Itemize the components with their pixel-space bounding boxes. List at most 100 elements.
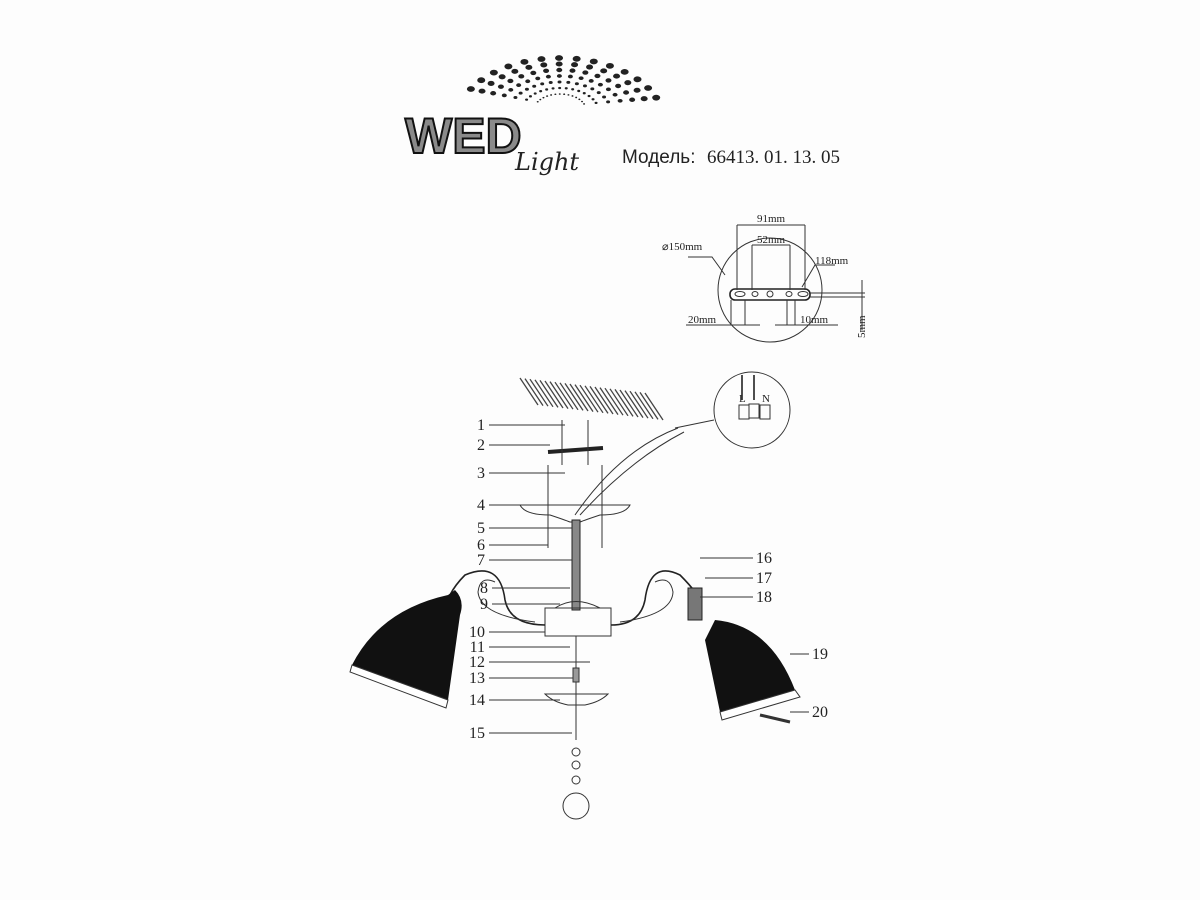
logo-dot xyxy=(596,91,601,95)
logo-dot xyxy=(633,76,642,83)
logo-dot xyxy=(511,68,519,74)
logo-dot xyxy=(571,88,575,91)
logo-dot xyxy=(572,55,581,62)
logo-dot xyxy=(578,98,581,101)
hatch-line xyxy=(569,383,589,412)
hatch-line xyxy=(614,389,634,417)
model-label: Модель: xyxy=(622,147,695,168)
hatch-line xyxy=(539,380,559,408)
part-number-8: 8 xyxy=(480,580,488,597)
logo-dot xyxy=(466,86,475,92)
logo-dot xyxy=(478,88,486,94)
logo-dot xyxy=(567,74,573,79)
part-number-5: 5 xyxy=(477,520,485,537)
part-number-10: 10 xyxy=(469,624,485,641)
hatch-line xyxy=(589,386,609,414)
hatch-line xyxy=(639,392,659,420)
hatch-line xyxy=(644,392,664,421)
logo-dot xyxy=(533,92,537,95)
hatch-line xyxy=(579,384,599,413)
logo-dot xyxy=(542,96,545,99)
hatch-line xyxy=(549,381,569,409)
logo-dot xyxy=(633,87,641,93)
logo-dot xyxy=(587,94,591,98)
hatch-line xyxy=(609,388,629,417)
hatch-line xyxy=(529,378,549,407)
dim-118mm: 118mm xyxy=(815,255,849,267)
logo-dot xyxy=(557,80,562,84)
logo-dot xyxy=(535,76,541,81)
logo-dot xyxy=(624,80,632,86)
logo-dot xyxy=(497,84,504,89)
logo-dot xyxy=(582,92,586,95)
part-number-14: 14 xyxy=(469,692,485,709)
logo-dot xyxy=(606,100,611,104)
hatch-line xyxy=(554,381,574,410)
dim-diameter: ⌀150mm xyxy=(662,241,703,253)
dim-10mm: 10mm xyxy=(800,314,829,326)
part-number-6: 6 xyxy=(477,537,485,554)
part-number-1: 1 xyxy=(477,417,485,434)
logo-dot xyxy=(582,84,587,88)
logo-dot xyxy=(528,95,532,98)
dim-5mm: 5mm xyxy=(856,315,868,338)
logo-dot xyxy=(566,80,571,84)
logo-dot xyxy=(591,98,595,101)
chandelier-body xyxy=(349,420,801,820)
hatch-line xyxy=(599,387,619,415)
logo-dot xyxy=(516,83,522,87)
logo-dot xyxy=(540,82,545,86)
part-number-19: 19 xyxy=(812,646,828,663)
part-number-7: 7 xyxy=(477,552,485,569)
logo-dot xyxy=(520,58,529,65)
logo-dot xyxy=(507,78,514,84)
logo-dot xyxy=(612,92,618,97)
wiring-detail: L N xyxy=(574,371,791,516)
hatch-line xyxy=(559,382,579,411)
logo-dot xyxy=(620,68,629,75)
hatch-line xyxy=(629,390,649,419)
logo-dot xyxy=(564,87,568,90)
logo-dot xyxy=(545,88,549,91)
hatch-line xyxy=(619,389,639,418)
logo-dot xyxy=(597,82,603,87)
hatch-line xyxy=(624,390,644,418)
logo-dot xyxy=(537,56,546,62)
logo-dot xyxy=(555,55,564,61)
logo-dot xyxy=(540,62,548,68)
logo-dot xyxy=(489,69,498,76)
logo-dot xyxy=(586,64,594,70)
hatch-line xyxy=(534,379,554,408)
logo-dot xyxy=(583,103,586,105)
logo-dots-pattern xyxy=(466,55,661,105)
logo-dot xyxy=(513,96,518,100)
part-number-2: 2 xyxy=(477,437,485,454)
part-number-17: 17 xyxy=(756,570,772,587)
logo-dot xyxy=(640,96,648,102)
logo-dot xyxy=(518,91,523,95)
logo-dot xyxy=(525,64,533,70)
logo-dot xyxy=(574,82,579,86)
part-number-4: 4 xyxy=(477,497,485,514)
logo-dot xyxy=(578,76,584,81)
hatch-line xyxy=(584,385,604,414)
logo-dot xyxy=(577,89,581,93)
logo-dot xyxy=(524,87,529,91)
logo-dot xyxy=(575,96,578,99)
logo-dot xyxy=(530,70,537,76)
logo-dot xyxy=(539,98,542,101)
logo-dot xyxy=(548,81,553,85)
logo-dot xyxy=(558,93,561,95)
logo-dot xyxy=(623,90,630,95)
part-number-12: 12 xyxy=(469,654,485,671)
dim-52mm: 52mm xyxy=(757,234,786,246)
mount-plate-detail: 91mm 52mm ⌀150mm 118mm 20mm 10mm 5mm xyxy=(662,213,868,343)
hatch-line xyxy=(574,384,594,412)
logo-dot xyxy=(498,74,506,80)
logo-main-text: WED xyxy=(405,108,522,164)
part-number-13: 13 xyxy=(469,670,485,687)
hatch-line xyxy=(524,378,544,406)
logo-dot xyxy=(615,83,622,89)
